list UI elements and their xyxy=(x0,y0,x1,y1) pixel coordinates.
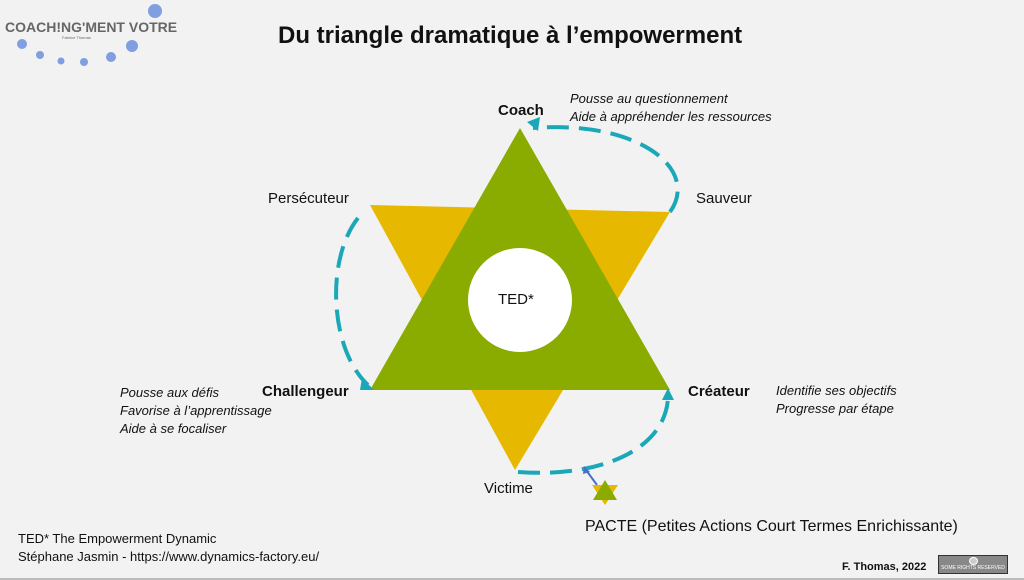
footer-source: Stéphane Jasmin - https://www.dynamics-f… xyxy=(18,549,320,564)
arc-sauveur-coach xyxy=(532,125,680,214)
logo-text: COACH!NG'MENT VOTRE xyxy=(5,19,178,35)
role-victime: Victime xyxy=(484,480,533,497)
pacte-mini-star-icon xyxy=(592,480,618,505)
page-title: Du triangle dramatique à l’empowerment xyxy=(278,22,743,49)
logo: COACH!NG'MENT VOTRE Fabrice Thomas xyxy=(0,0,200,80)
cc-license-badge: SOME RIGHTS RESERVED xyxy=(938,555,1008,574)
logo-dots xyxy=(17,4,162,66)
logo-subtitle: Fabrice Thomas xyxy=(62,35,91,40)
role-createur: Créateur xyxy=(688,383,750,400)
bottom-border xyxy=(0,578,1024,580)
cc-icon xyxy=(968,557,978,565)
role-sauveur: Sauveur xyxy=(696,190,752,207)
center-circle xyxy=(468,248,572,352)
arc-victime-createur xyxy=(517,397,670,475)
center-label: TED* xyxy=(498,291,534,308)
footer-credit: F. Thomas, 2022 xyxy=(842,561,927,573)
role-persecuteur: Persécuteur xyxy=(268,190,349,207)
role-challengeur: Challengeur xyxy=(262,383,349,400)
footer-ted: TED* The Empowerment Dynamic xyxy=(18,531,217,546)
arc-persecuteur-challengeur xyxy=(334,216,370,387)
role-coach: Coach xyxy=(498,102,544,119)
pacte-label: PACTE (Petites Actions Court Termes Enri… xyxy=(585,518,958,535)
